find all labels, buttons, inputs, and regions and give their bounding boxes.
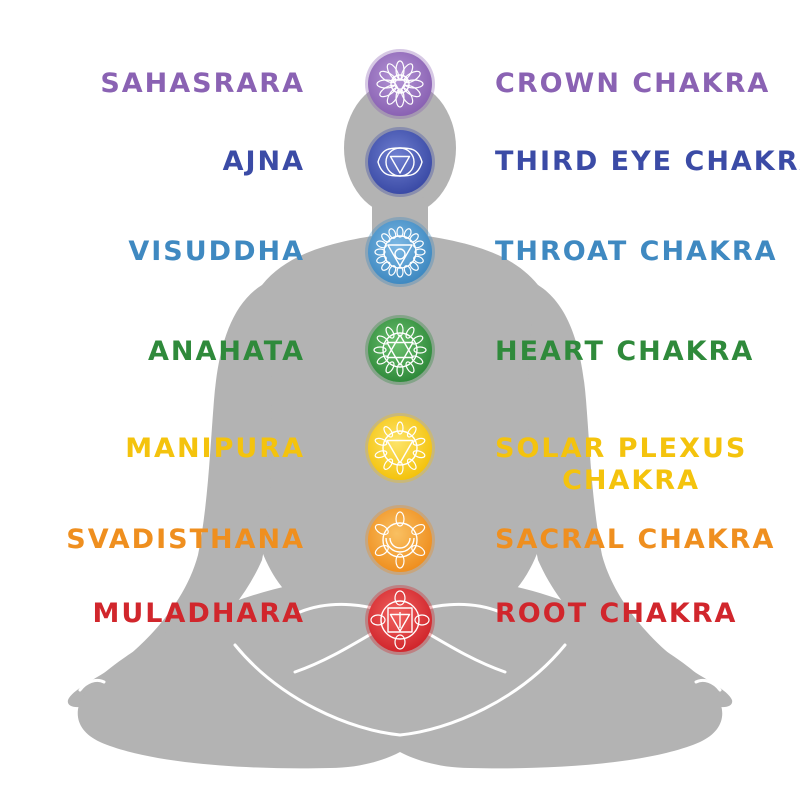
english-label-sacral: SACRAL CHAKRA bbox=[495, 524, 776, 555]
third-eye-icon bbox=[365, 127, 435, 197]
english-label-third-eye: THIRD EYE CHAKRA bbox=[495, 146, 800, 177]
sanskrit-label-muladhara: MULADHARA bbox=[92, 598, 305, 629]
solar-triangle-icon bbox=[365, 413, 435, 483]
crown-chakra-symbol bbox=[364, 48, 436, 120]
solar-plexus-chakra-symbol bbox=[364, 412, 436, 484]
english-label-solar-plexus: SOLAR PLEXUS CHAKRA bbox=[495, 433, 748, 497]
sanskrit-label-ajna: AJNA bbox=[222, 146, 305, 177]
english-label-crown: CROWN CHAKRA bbox=[495, 68, 771, 99]
english-label-solar-plexus-line1: SOLAR PLEXUS bbox=[495, 433, 748, 464]
root-square-icon bbox=[365, 585, 435, 655]
english-label-heart: HEART CHAKRA bbox=[495, 336, 755, 367]
sanskrit-label-svadisthana: SVADISTHANA bbox=[66, 524, 305, 555]
sanskrit-label-sahasrara: SAHASRARA bbox=[100, 68, 305, 99]
throat-triangle-icon bbox=[365, 217, 435, 287]
sacral-chakra-symbol bbox=[364, 504, 436, 576]
sanskrit-label-manipura: MANIPURA bbox=[125, 433, 305, 464]
english-label-solar-plexus-line2: CHAKRA bbox=[562, 465, 700, 496]
english-label-root: ROOT CHAKRA bbox=[495, 598, 738, 629]
heart-chakra-symbol bbox=[364, 314, 436, 386]
third-eye-chakra-symbol bbox=[364, 126, 436, 198]
root-chakra-symbol bbox=[364, 584, 436, 656]
sanskrit-label-visuddha: VISUDDHA bbox=[128, 236, 305, 267]
english-label-throat: THROAT CHAKRA bbox=[495, 236, 778, 267]
heart-hexagram-icon bbox=[365, 315, 435, 385]
throat-chakra-symbol bbox=[364, 216, 436, 288]
lotus-crown-icon bbox=[365, 49, 435, 119]
sacral-crescent-icon bbox=[365, 505, 435, 575]
sanskrit-label-anahata: ANAHATA bbox=[147, 336, 305, 367]
